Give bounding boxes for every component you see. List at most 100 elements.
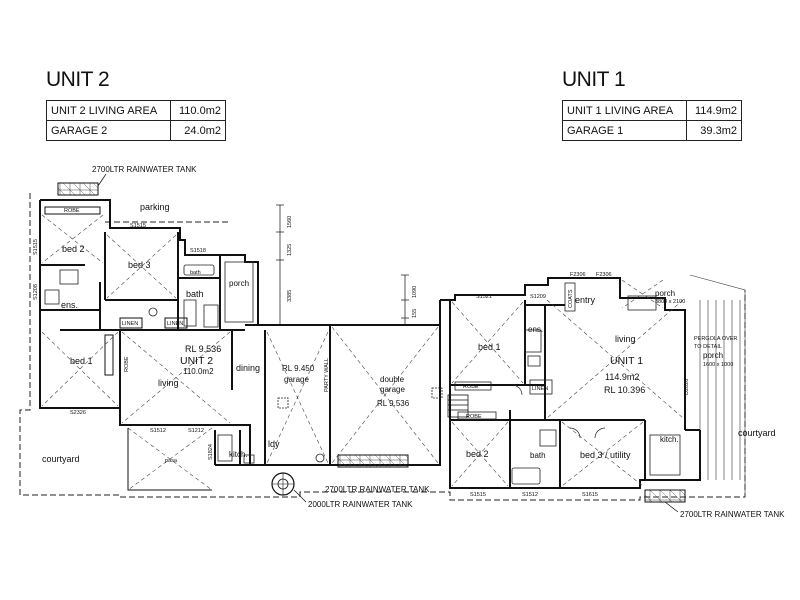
unit1-window-code: D2026 [684,379,690,395]
unit2-diagonals [41,214,329,491]
double-garage-label-1: double [380,375,405,384]
site-boundary [19,193,746,501]
unit1-plan-area: 114.9m2 [605,372,639,382]
unit1-living-label: living [615,334,636,344]
row-label: GARAGE 2 [45,120,172,141]
unit2-bath-label: bath [186,289,204,299]
unit2-window-code: S1515 [130,223,146,229]
unit1-diagonals [451,279,684,487]
round-tank-label: 2000LTR RAINWATER TANK [308,500,413,509]
unit1-pergola-label-1: PERGOLA OVER [694,336,737,342]
unit2-bath-small-label: bath [190,270,201,276]
unit1-bed3-label: bed 3 / utility [580,450,631,460]
unit1-bath-label: bath [530,451,546,460]
unit1-kitch-label: kitch. [660,435,679,444]
unit2-window-code: S1518 [190,248,206,254]
unit2-bed3-label: bed 3 [128,260,151,270]
row-label: GARAGE 1 [561,120,688,141]
row-value: 39.3m2 [686,120,742,141]
middle-tank-label: 2700LTR RAINWATER TANK [325,485,430,494]
unit1-area-table: UNIT 1 LIVING AREA 114.9m2 GARAGE 1 39.3… [561,100,742,141]
unit1-entry-label: entry [575,295,596,305]
unit2-robes [44,206,188,376]
double-garage-label-2: garage [380,385,405,394]
unit2-top-tank [57,173,107,196]
unit2-window-code: S1512 [150,428,166,434]
unit2-ens-label: ens. [61,300,78,310]
unit1-rl-label: RL 10.396 [604,385,645,395]
unit1-robe2-label: ROBE [466,414,482,420]
unit1-window-code: S1209 [530,294,546,300]
middle-garage-diagonals [331,326,439,464]
unit1-window-code: S1515 [470,492,486,498]
unit1-courtyard-label: courtyard [738,428,776,438]
row-value: 24.0m2 [170,120,226,141]
unit2-walls [39,199,331,466]
unit2-robe-label: ROBE [64,208,80,214]
dimension-lines [276,204,409,326]
unit2-window-code: S1212 [188,428,204,434]
dimension-text: 1325 [287,244,293,256]
middle-tank [337,454,409,468]
unit2-garage-rl: RL 9.450 [282,364,315,373]
unit2-linen-label: LINEN [122,321,138,327]
unit2-parking-label: parking [140,202,170,212]
unit1-porch-side-dims: 1600 x 1000 [703,362,733,368]
unit2-window-code: S2326 [70,410,86,416]
unit2-title: UNIT 2 [46,68,110,91]
unit1-door-swings [511,384,606,439]
unit1-window-code: F2306 [596,272,612,278]
double-garage-rl: RL 9.536 [377,399,410,408]
unit1-robe-label: ROBE [463,384,479,390]
unit2-ldy-label: ldy [268,439,280,449]
unit1-pergola-label-2: TO DETAIL [694,344,722,350]
unit2-rl-label: RL 9.536 [185,344,221,354]
unit1-porch-side-label: porch [703,351,723,360]
unit2-living-label: living [158,378,179,388]
unit2-dining-label: dining [236,363,260,373]
unit1-coats-label: COATS [568,289,574,308]
unit2-fixtures [44,261,325,464]
table-row: UNIT 2 LIVING AREA 110.0m2 [45,100,226,121]
unit2-pasa-label: pasa [165,458,178,464]
unit2-tank-label: 2700LTR RAINWATER TANK [92,165,197,174]
round-tank [271,472,307,503]
unit1-ens-label: ens. [528,325,543,334]
unit2-porch-label: porch [229,279,249,288]
row-value: 110.0m2 [170,100,226,121]
unit2-courtyard-label: courtyard [42,454,80,464]
unit1-porch-top-label: porch [655,289,675,298]
unit2-window-code: S1208 [33,284,39,300]
unit2-plan-area: 110.0m2 [183,367,214,376]
unit1-pergola [689,274,746,497]
table-row: GARAGE 1 39.3m2 [561,120,742,141]
row-label: UNIT 2 LIVING AREA [45,100,172,121]
unit1-bed1-label: bed 1 [478,342,501,352]
unit1-bed2-label: bed 2 [466,449,489,459]
dimension-text: 1090 [412,286,418,298]
unit1-porch-top-dims: 3800 x 2100 [655,299,685,305]
unit2-bed2-label: bed 2 [62,244,85,254]
dimension-text: 1560 [287,216,293,228]
unit2-bed1-label: bed 1 [70,356,93,366]
unit1-title: UNIT 1 [562,68,626,91]
dimension-text: 3385 [287,290,293,302]
unit1-tank [644,489,686,513]
unit1-window-code: S1512 [522,492,538,498]
dimension-text: 155 [412,309,418,318]
table-row: GARAGE 2 24.0m2 [45,120,226,141]
unit1-window-code: F2306 [570,272,586,278]
unit1-stairs [447,394,469,418]
unit1-linen-label: LINEN [532,386,548,392]
unit2-robe-side-label: ROBE [124,356,130,372]
unit2-linen2-label: LINEN [167,321,183,327]
unit1-window-code: S1615 [582,492,598,498]
unit2-area-table: UNIT 2 LIVING AREA 110.0m2 GARAGE 2 24.0… [45,100,226,141]
unit1-tank-label: 2700LTR RAINWATER TANK [680,510,785,519]
unit2-window-code: S1824 [208,444,214,460]
unit1-window-code: S1521 [476,294,492,300]
unit2-garage-label: garage [284,375,309,384]
unit2-courtyard-edge [127,428,212,491]
unit1-plan-title: UNIT 1 [610,355,643,367]
